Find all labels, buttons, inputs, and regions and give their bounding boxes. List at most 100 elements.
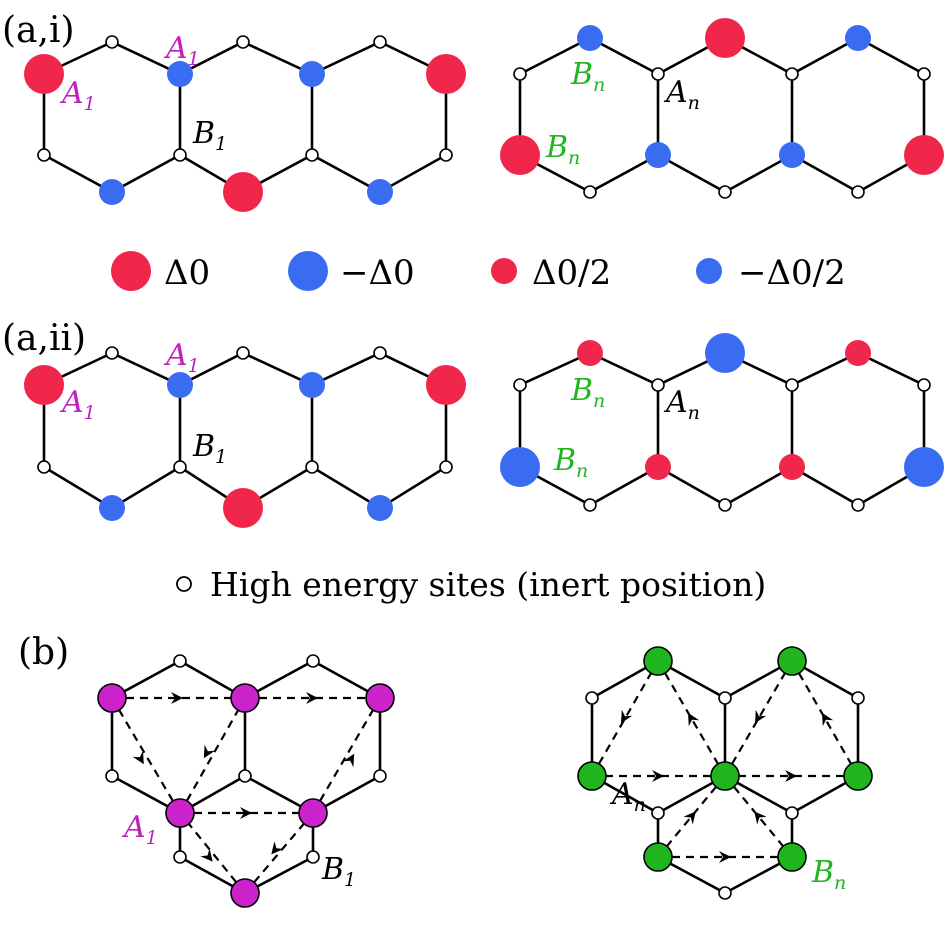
site-big-red — [426, 365, 466, 405]
inert-site — [851, 691, 865, 705]
inert-site — [651, 378, 665, 392]
site-big-blue — [500, 447, 540, 487]
site-small-blue — [99, 495, 125, 521]
panel-label-a-i: (a,i) — [2, 10, 75, 51]
site-small-blue — [779, 142, 805, 168]
legend-big-blue-text: −Δ0 — [340, 253, 415, 293]
inert-site — [238, 769, 252, 783]
legend-small-red-text: Δ0/2 — [532, 253, 611, 293]
inert-site — [718, 691, 732, 705]
inert-site — [105, 35, 119, 49]
legend-inert-marker — [176, 576, 192, 592]
site-green — [643, 646, 673, 676]
inert-site — [439, 148, 453, 162]
inert-site — [651, 806, 665, 820]
sites-a-i-left — [24, 35, 466, 212]
inert-site — [585, 691, 599, 705]
site-big-red — [500, 135, 540, 175]
ribbon-a-i-left — [42, 40, 448, 194]
inert-site — [173, 654, 187, 668]
label-b1: B1 — [321, 852, 356, 891]
legend-inert: High energy sites (inert position) — [176, 565, 766, 604]
inert-site — [305, 460, 319, 474]
site-small-red — [577, 340, 603, 366]
inert-site — [785, 67, 799, 81]
inert-site — [785, 378, 799, 392]
site-small-blue — [645, 142, 671, 168]
inert-site — [373, 346, 387, 360]
inert-site — [651, 67, 665, 81]
inert-site — [306, 654, 320, 668]
site-small-blue — [167, 372, 193, 398]
site-magenta — [298, 798, 328, 828]
legend-big-blue-marker — [288, 251, 328, 291]
label-an: An — [663, 385, 700, 424]
legend-big-red-text: Δ0 — [164, 253, 210, 293]
inert-site — [373, 769, 387, 783]
label-an: An — [609, 777, 646, 816]
panel-a-ii: (a,ii) A1 A1 B1 — [2, 318, 944, 528]
site-small-red — [645, 454, 671, 480]
inert-site — [513, 67, 527, 81]
label-b1: B1 — [192, 116, 227, 155]
inert-site — [583, 185, 597, 199]
site-green — [777, 842, 807, 872]
site-magenta — [165, 798, 195, 828]
ribbon-a-ii-left — [42, 351, 448, 510]
legend-big-red-marker — [111, 251, 151, 291]
site-small-blue — [577, 25, 603, 51]
site-big-red — [24, 365, 64, 405]
inert-site — [513, 378, 527, 392]
inert-site — [37, 460, 51, 474]
inert-site — [439, 460, 453, 474]
legend-small-blue-marker — [696, 258, 722, 284]
site-green — [843, 761, 873, 791]
inert-site — [173, 850, 187, 864]
inert-site — [236, 346, 250, 360]
label-a1: A1 — [121, 810, 158, 849]
sites-b-right — [577, 646, 873, 900]
site-small-blue — [845, 25, 871, 51]
inert-site — [718, 498, 732, 512]
label-b1: B1 — [192, 429, 227, 468]
label-an: An — [663, 75, 700, 114]
inert-site — [105, 346, 119, 360]
site-small-red — [779, 454, 805, 480]
inert-site — [173, 148, 187, 162]
site-big-red — [904, 135, 944, 175]
inert-site — [373, 35, 387, 49]
hop-arrows-right — [621, 709, 834, 863]
sites-a-i-right — [500, 18, 944, 199]
site-big-red — [223, 488, 263, 528]
label-a1: A1 — [163, 31, 200, 70]
panel-b: (b) — [18, 632, 873, 908]
panel-a-i: (a,i) A1 A1 B1 — [2, 10, 944, 212]
label-a1: A1 — [59, 385, 96, 424]
legend-small-red-marker — [491, 258, 517, 284]
site-big-red — [426, 54, 466, 94]
site-big-red — [223, 172, 263, 212]
panel-label-a-ii: (a,ii) — [2, 318, 86, 359]
inert-site — [718, 886, 732, 900]
site-green — [777, 646, 807, 676]
site-green — [643, 842, 673, 872]
inert-site — [917, 67, 931, 81]
hopping-b-left — [111, 696, 381, 894]
site-magenta — [365, 683, 395, 713]
inert-site — [173, 460, 187, 474]
sites-a-ii-right — [500, 333, 944, 512]
panel-label-b: (b) — [18, 632, 69, 673]
inert-site — [917, 378, 931, 392]
label-a1: A1 — [163, 338, 200, 377]
site-small-blue — [367, 495, 393, 521]
site-magenta — [230, 878, 260, 908]
site-big-blue — [904, 447, 944, 487]
site-big-blue — [705, 333, 745, 373]
site-small-blue — [299, 61, 325, 87]
site-big-red — [705, 18, 745, 58]
inert-site — [718, 185, 732, 199]
label-bn: Bn — [553, 443, 588, 482]
site-small-blue — [367, 179, 393, 205]
site-small-blue — [299, 372, 325, 398]
hop-arrows-left — [132, 692, 355, 862]
